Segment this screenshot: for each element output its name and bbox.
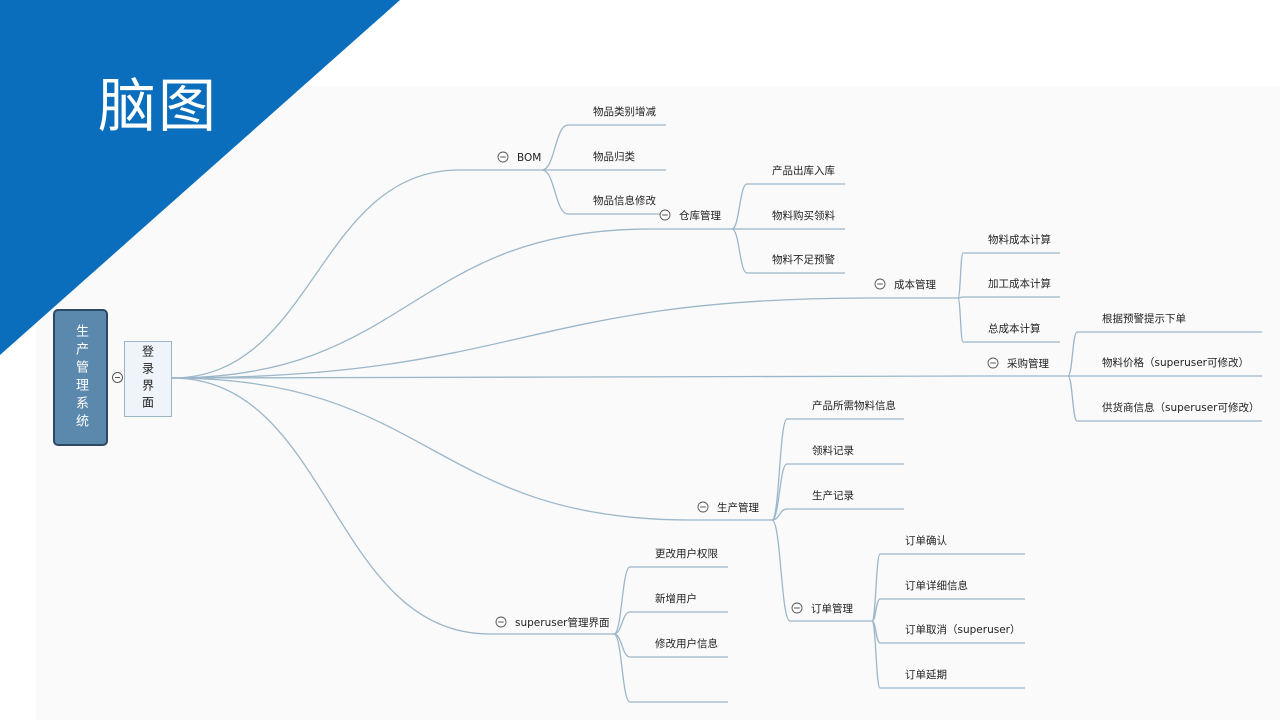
edge-superuser-child xyxy=(613,566,631,635)
leaf-bom[interactable]: 物品类别增减 xyxy=(593,105,656,118)
leaf-order[interactable]: 订单延期 xyxy=(905,669,947,681)
leaf-warehouse[interactable]: 物料不足预警 xyxy=(772,253,835,266)
leaf-warehouse[interactable]: 产品出库入库 xyxy=(772,164,835,177)
edge-cost-child xyxy=(957,297,964,343)
edge-bom-child xyxy=(541,169,569,215)
leaf-cost[interactable]: 总成本计算 xyxy=(988,322,1041,335)
edge-production-child xyxy=(771,463,788,521)
leaf-superuser[interactable]: 新增用户 xyxy=(655,592,697,605)
leaf-order[interactable]: 订单详细信息 xyxy=(905,579,968,592)
root-node[interactable]: 生产管理系统 xyxy=(53,309,108,446)
edge-warehouse-child xyxy=(731,228,748,274)
leaf-order[interactable]: 订单取消（superuser） xyxy=(905,623,1020,636)
edge-superuser-child xyxy=(613,611,631,635)
leaf-bom[interactable]: 物品归类 xyxy=(593,150,635,163)
edge-production-child xyxy=(771,508,788,521)
root-node-label: 生产管理系统 xyxy=(73,323,88,432)
leaf-bom[interactable]: 物品信息修改 xyxy=(593,194,656,207)
edge-bom-child xyxy=(541,124,569,171)
edge-warehouse xyxy=(171,228,651,379)
leaf-cost[interactable]: 加工成本计算 xyxy=(988,277,1051,290)
edge-purchase-child xyxy=(1067,375,1078,422)
branch-purchase[interactable]: 采购管理 xyxy=(1007,357,1049,370)
edge-cost-child xyxy=(957,252,964,299)
branch-bom[interactable]: BOM xyxy=(517,152,541,164)
edge-cost xyxy=(171,297,871,379)
edge-production xyxy=(171,377,691,521)
leaf-production[interactable]: 领料记录 xyxy=(812,444,854,457)
login-node-label: 登录界面 xyxy=(140,345,155,413)
leaf-cost[interactable]: 物料成本计算 xyxy=(988,233,1051,246)
edge-production-child xyxy=(771,418,788,521)
collapse-toggle-icon[interactable] xyxy=(112,372,123,383)
leaf-production[interactable]: 产品所需物料信息 xyxy=(812,399,896,412)
edge-superuser-child xyxy=(613,633,631,703)
branch-warehouse[interactable]: 仓库管理 xyxy=(679,209,721,222)
slide-title: 脑图 xyxy=(98,72,219,140)
branch-superuser[interactable]: superuser管理界面 xyxy=(515,616,609,629)
edge-warehouse-child xyxy=(731,183,748,230)
branch-order[interactable]: 订单管理 xyxy=(811,602,853,615)
leaf-purchase[interactable]: 根据预警提示下单 xyxy=(1102,312,1186,325)
edge-order-child xyxy=(871,553,881,622)
branch-cost[interactable]: 成本管理 xyxy=(894,278,936,291)
edge-purchase xyxy=(171,375,981,379)
edge-superuser xyxy=(171,377,491,635)
leaf-purchase[interactable]: 物料价格（superuser可修改） xyxy=(1102,356,1249,369)
leaf-warehouse[interactable]: 物料购买领料 xyxy=(772,209,835,222)
login-node[interactable]: 登录界面 xyxy=(124,341,172,417)
edge-order xyxy=(771,519,791,622)
edge-purchase-child xyxy=(1067,331,1078,377)
edge-order-child xyxy=(871,620,881,689)
leaf-superuser[interactable]: 更改用户权限 xyxy=(655,547,718,560)
edge-bom xyxy=(171,169,461,379)
leaf-production[interactable]: 生产记录 xyxy=(812,489,854,502)
branch-production[interactable]: 生产管理 xyxy=(717,501,759,514)
edge-order-child xyxy=(871,598,881,622)
leaf-superuser[interactable]: 修改用户信息 xyxy=(655,637,718,650)
leaf-order[interactable]: 订单确认 xyxy=(905,534,947,547)
leaf-purchase[interactable]: 供货商信息（superuser可修改） xyxy=(1102,401,1259,414)
